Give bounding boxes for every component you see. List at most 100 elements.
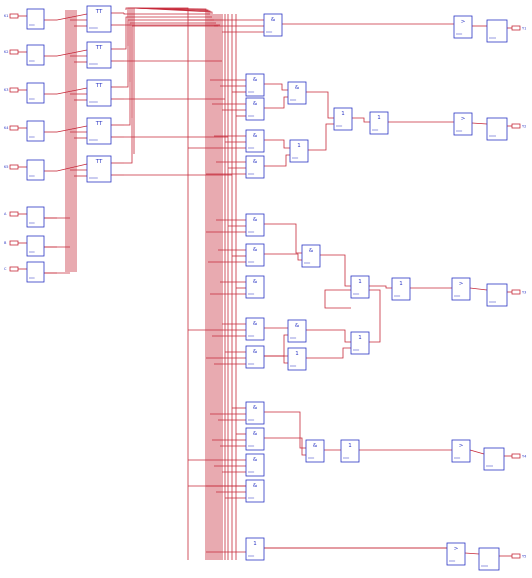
- wire-115: [369, 285, 392, 289]
- and-symbol: &: [253, 483, 258, 489]
- or-block-31: 1: [350, 275, 370, 299]
- and-symbol: &: [253, 247, 258, 253]
- combine-symbol: &: [309, 248, 314, 254]
- or-block-32: 1: [391, 277, 411, 301]
- output-terminal-y1: Y1: [511, 25, 526, 31]
- and-symbol: &: [253, 405, 258, 411]
- wire-129: [306, 329, 351, 343]
- combine-symbol: &: [313, 443, 318, 449]
- buffer-block-46: >: [451, 439, 471, 463]
- output-terminal-y2: Y2: [511, 123, 526, 129]
- and-block-35: &: [245, 317, 265, 341]
- input-terminal-k2: K2: [4, 49, 19, 55]
- output-flipflop-block-34: [486, 283, 508, 307]
- and-block-14: &: [263, 13, 283, 37]
- combine-block-44: &: [305, 439, 325, 463]
- and-symbol: &: [253, 349, 258, 355]
- and-block-17: &: [245, 73, 265, 97]
- or-block-39: 1: [350, 331, 370, 355]
- input-buffer-block-5: [26, 159, 45, 181]
- wire-94: [264, 96, 288, 109]
- and-symbol: &: [253, 159, 258, 165]
- and-symbol: &: [271, 17, 276, 23]
- flipflop-symbol: TT: [95, 45, 103, 51]
- and-symbol: &: [253, 77, 258, 83]
- output-terminal-y3: Y3: [511, 289, 526, 295]
- wire-128: [264, 355, 288, 364]
- input-buffer-block-2: [26, 44, 45, 66]
- flipflop-symbol: TT: [95, 121, 103, 127]
- input-buffer-block-4: [26, 120, 45, 142]
- and-block-18: &: [245, 97, 265, 121]
- input-buffer-block-1: [26, 8, 45, 30]
- and-symbol: &: [253, 321, 258, 327]
- and-symbol: &: [253, 217, 258, 223]
- output-terminal-y4: Y4: [511, 453, 527, 459]
- input-buffer-block-6: [26, 206, 45, 228]
- output-label: Y3: [522, 291, 526, 295]
- input-terminal-k3: K3: [4, 87, 19, 93]
- combine-symbol: 1: [295, 351, 299, 357]
- wire-98: [308, 123, 334, 151]
- combine-block-22: 1: [289, 139, 309, 163]
- wire-113: [264, 253, 302, 261]
- and-block-36: &: [245, 345, 265, 369]
- input-terminal-a: A: [4, 211, 19, 217]
- buffer-block-49: >: [446, 542, 466, 566]
- output-flipflop-block-47: [483, 447, 505, 471]
- input-label: B: [4, 241, 7, 245]
- input-label: A: [4, 212, 7, 216]
- and-symbol: &: [253, 279, 258, 285]
- wire-130: [306, 347, 351, 359]
- or-block-48: 1: [245, 537, 265, 561]
- and-block-43: &: [245, 479, 265, 503]
- and-block-27: &: [245, 213, 265, 237]
- wire-144: [264, 437, 306, 456]
- combine-symbol: 1: [297, 143, 301, 149]
- wire-71: [124, 22, 216, 126]
- wire-117: [469, 287, 488, 291]
- buffer-block-15: >: [453, 15, 473, 39]
- input-buffer-block-3: [26, 82, 45, 104]
- wire-65: [123, 13, 210, 15]
- or-symbol: 1: [253, 541, 257, 547]
- input-terminal-k4: K4: [4, 125, 19, 131]
- input-buffer-block-7: [26, 235, 45, 257]
- output-label: Y5: [522, 555, 526, 559]
- or-symbol: 1: [341, 111, 345, 117]
- wire-67: [124, 16, 212, 50]
- wire-143: [264, 411, 306, 449]
- wire-114: [320, 254, 351, 287]
- and-block-42: &: [245, 453, 265, 477]
- and-symbol: &: [253, 133, 258, 139]
- wire-73: [124, 25, 218, 164]
- input-label: K5: [4, 165, 9, 169]
- buffer-symbol: >: [454, 546, 459, 552]
- and-block-20: &: [245, 155, 265, 179]
- and-block-40: &: [245, 401, 265, 425]
- wire-95: [264, 139, 290, 149]
- combine-symbol: &: [295, 85, 300, 91]
- wire-150: [464, 552, 480, 555]
- buffer-block-33: >: [451, 277, 471, 301]
- or-symbol: 1: [399, 281, 403, 287]
- wire-158: [129, 7, 209, 82]
- input-label: K1: [4, 14, 9, 18]
- output-flipflop-block-26: [486, 117, 508, 141]
- and-block-41: &: [245, 427, 265, 451]
- output-label: Y2: [522, 125, 526, 129]
- flipflop-block-12: TT: [86, 117, 112, 145]
- wire-layer: [18, 7, 512, 560]
- buffer-symbol: >: [459, 281, 464, 287]
- input-terminal-c: C: [4, 266, 19, 272]
- or-symbol: 1: [358, 335, 362, 341]
- and-block-29: &: [245, 275, 265, 299]
- or-block-24: 1: [369, 111, 389, 135]
- output-flipflop-block-16: [486, 19, 508, 43]
- output-flipflop-block-50: [478, 547, 500, 571]
- flipflop-symbol: TT: [95, 159, 103, 165]
- wire-93: [264, 83, 288, 91]
